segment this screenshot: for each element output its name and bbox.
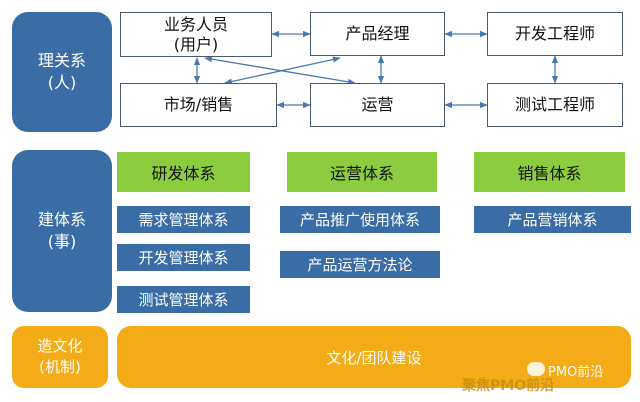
row-label-text: 造文化 (37, 337, 83, 355)
system-item-promotion: 产品推广使用体系 (280, 206, 440, 233)
system-header-rd: 研发体系 (117, 152, 250, 192)
culture-team-building: 文化/团队建设 (117, 326, 631, 388)
system-item-label: 测试管理体系 (138, 291, 229, 309)
system-item-label: 产品运营方法论 (307, 256, 413, 274)
row-label-subtext: (人) (47, 73, 77, 92)
system-item-requirements: 需求管理体系 (117, 206, 250, 233)
row-label-manage-relations: 理关系 (人) (12, 12, 112, 132)
system-item-marketing: 产品营销体系 (474, 206, 631, 233)
role-label: 运营 (361, 95, 394, 114)
role-product-manager: 产品经理 (310, 12, 445, 56)
system-item-label: 产品营销体系 (507, 211, 598, 229)
role-operations: 运营 (310, 83, 445, 127)
system-header-sales: 销售体系 (474, 152, 625, 192)
role-dev-engineer: 开发工程师 (487, 12, 623, 56)
system-item-development: 开发管理体系 (117, 244, 250, 271)
role-label: 市场/销售 (163, 95, 234, 114)
system-item-testing: 测试管理体系 (117, 286, 250, 313)
role-business-user: 业务人员 (用户) (120, 12, 272, 57)
role-market-sales: 市场/销售 (120, 83, 277, 127)
system-header-label: 销售体系 (517, 164, 582, 183)
watermark-text-primary: PMO前沿 (548, 365, 604, 380)
role-label: 开发工程师 (514, 24, 595, 43)
system-item-label: 需求管理体系 (138, 211, 229, 229)
arrow-pm-market-diagonal (224, 56, 341, 85)
watermark-text-secondary: 聚焦PMO前沿 (462, 378, 555, 394)
culture-label: 文化/团队建设 (326, 348, 422, 367)
row-label-text: 理关系 (37, 51, 86, 70)
role-label: 产品经理 (345, 24, 410, 43)
system-header-label: 运营体系 (329, 164, 394, 183)
role-test-engineer: 测试工程师 (487, 83, 623, 127)
system-item-label: 开发管理体系 (138, 249, 229, 267)
role-label: 测试工程师 (514, 95, 595, 114)
system-header-label: 研发体系 (151, 164, 216, 183)
system-item-label: 产品推广使用体系 (299, 211, 420, 229)
row-label-build-systems: 建体系 (事) (12, 150, 112, 312)
wechat-icon (527, 362, 545, 376)
system-item-ops-methodology: 产品运营方法论 (280, 251, 440, 278)
row-label-subtext: (机制) (39, 358, 81, 376)
system-header-ops: 运营体系 (287, 152, 437, 192)
row-label-text: 建体系 (37, 210, 86, 229)
row-label-culture: 造文化 (机制) (12, 326, 108, 388)
role-sublabel: (用户) (173, 34, 219, 54)
row-label-subtext: (事) (47, 232, 77, 251)
role-label: 业务人员 (163, 14, 228, 34)
